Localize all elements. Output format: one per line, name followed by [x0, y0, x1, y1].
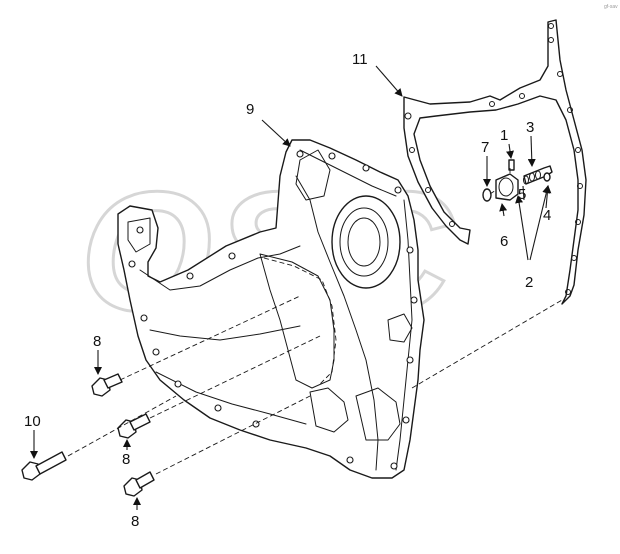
- callout-7: 7: [481, 139, 489, 156]
- front-cover-housing-part-9: [117, 139, 425, 479]
- callout-10: 10: [24, 413, 41, 430]
- callout-5: 5: [518, 186, 526, 203]
- callout-4: 4: [543, 207, 551, 224]
- callout-6: 6: [500, 233, 508, 250]
- callout-8-lower: 8: [131, 513, 139, 530]
- corner-code: gf-sav: [604, 4, 618, 10]
- bolt-part-8-middle: [117, 413, 151, 439]
- callout-leaders: [30, 65, 552, 510]
- callout-1: 1: [500, 127, 508, 144]
- bolt-part-8-lower: [123, 471, 155, 497]
- gasket-part-11: [403, 19, 587, 305]
- plug-seal-assembly: [482, 159, 553, 202]
- o-ring-part-4: [543, 172, 551, 182]
- bolt-part-10: [21, 451, 67, 481]
- callout-8-middle: 8: [122, 451, 130, 468]
- callout-3: 3: [526, 119, 534, 136]
- assembly-centerlines: [67, 295, 563, 475]
- callout-11: 11: [352, 51, 368, 68]
- callout-2: 2: [525, 274, 533, 291]
- callout-9: 9: [246, 101, 254, 118]
- pin-part-1: [508, 159, 515, 171]
- bolt-part-8-upper: [91, 373, 123, 397]
- callout-8-upper: 8: [93, 333, 101, 350]
